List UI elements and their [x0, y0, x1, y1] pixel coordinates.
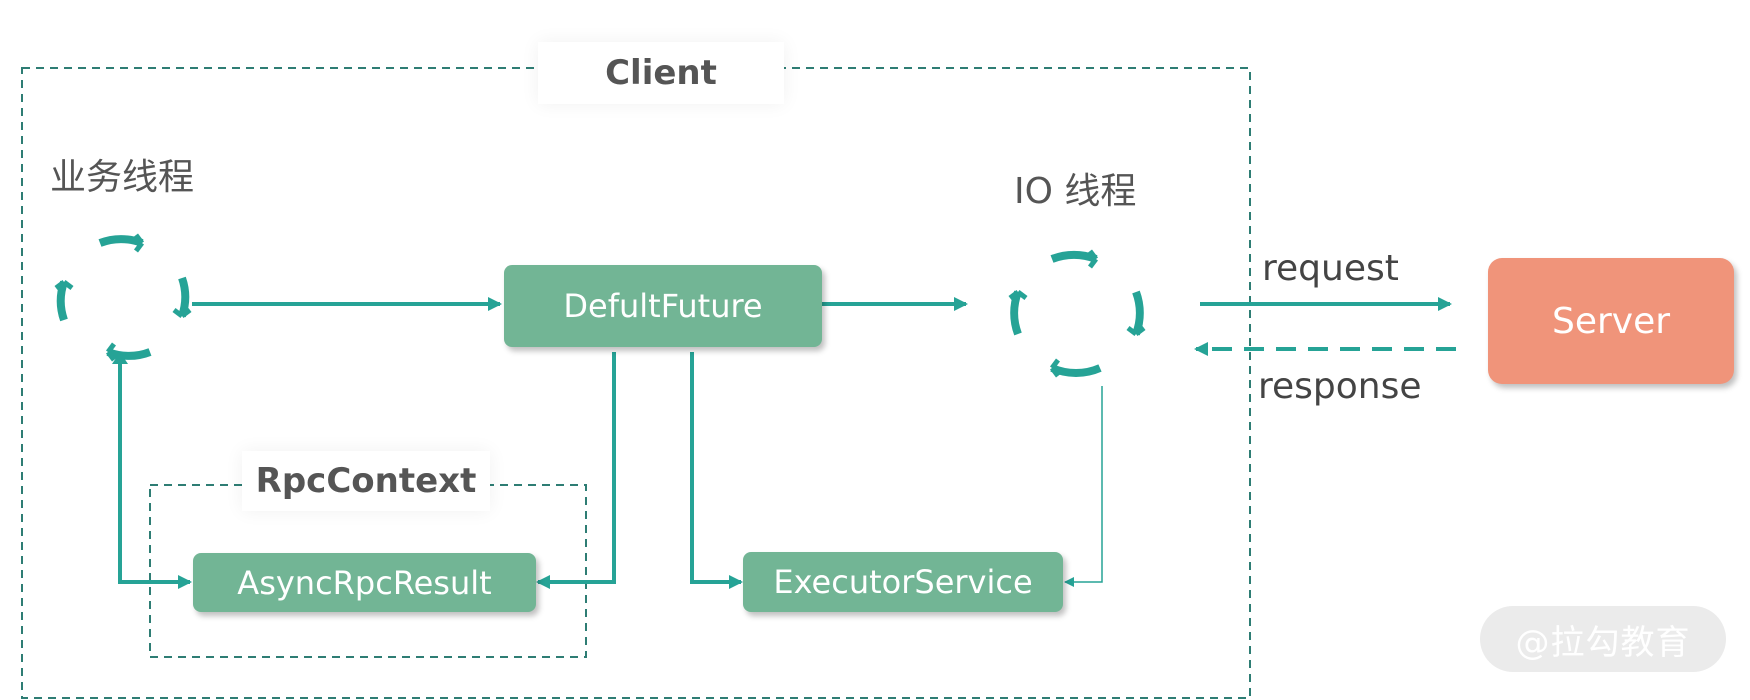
defultfuture-node: DefultFuture	[504, 265, 822, 347]
edge-business-return-arrowhead	[112, 352, 128, 364]
server-node: Server	[1488, 258, 1734, 384]
executorservice-node: ExecutorService	[743, 552, 1063, 612]
response-label: response	[1258, 366, 1422, 407]
io-thread-cycle-icon	[1008, 249, 1146, 378]
business-thread-cycle-icon	[54, 233, 192, 362]
client-boundary	[21, 67, 1251, 699]
edge-asyncresult-business	[118, 362, 192, 589]
business-thread-label: 业务线程	[50, 157, 195, 198]
edge-io-to-executor	[1064, 386, 1103, 587]
request-label: request	[1262, 248, 1399, 289]
edge-future-to-asyncresult	[536, 352, 616, 589]
rpccontext-label: RpcContext	[242, 451, 490, 511]
client-label: Client	[538, 42, 784, 104]
watermark: @拉勾教育	[1480, 606, 1726, 672]
io-thread-label: IO 线程	[1014, 171, 1137, 212]
edge-future-to-executor	[690, 352, 743, 589]
asyncrpcresult-node: AsyncRpcResult	[193, 553, 536, 612]
